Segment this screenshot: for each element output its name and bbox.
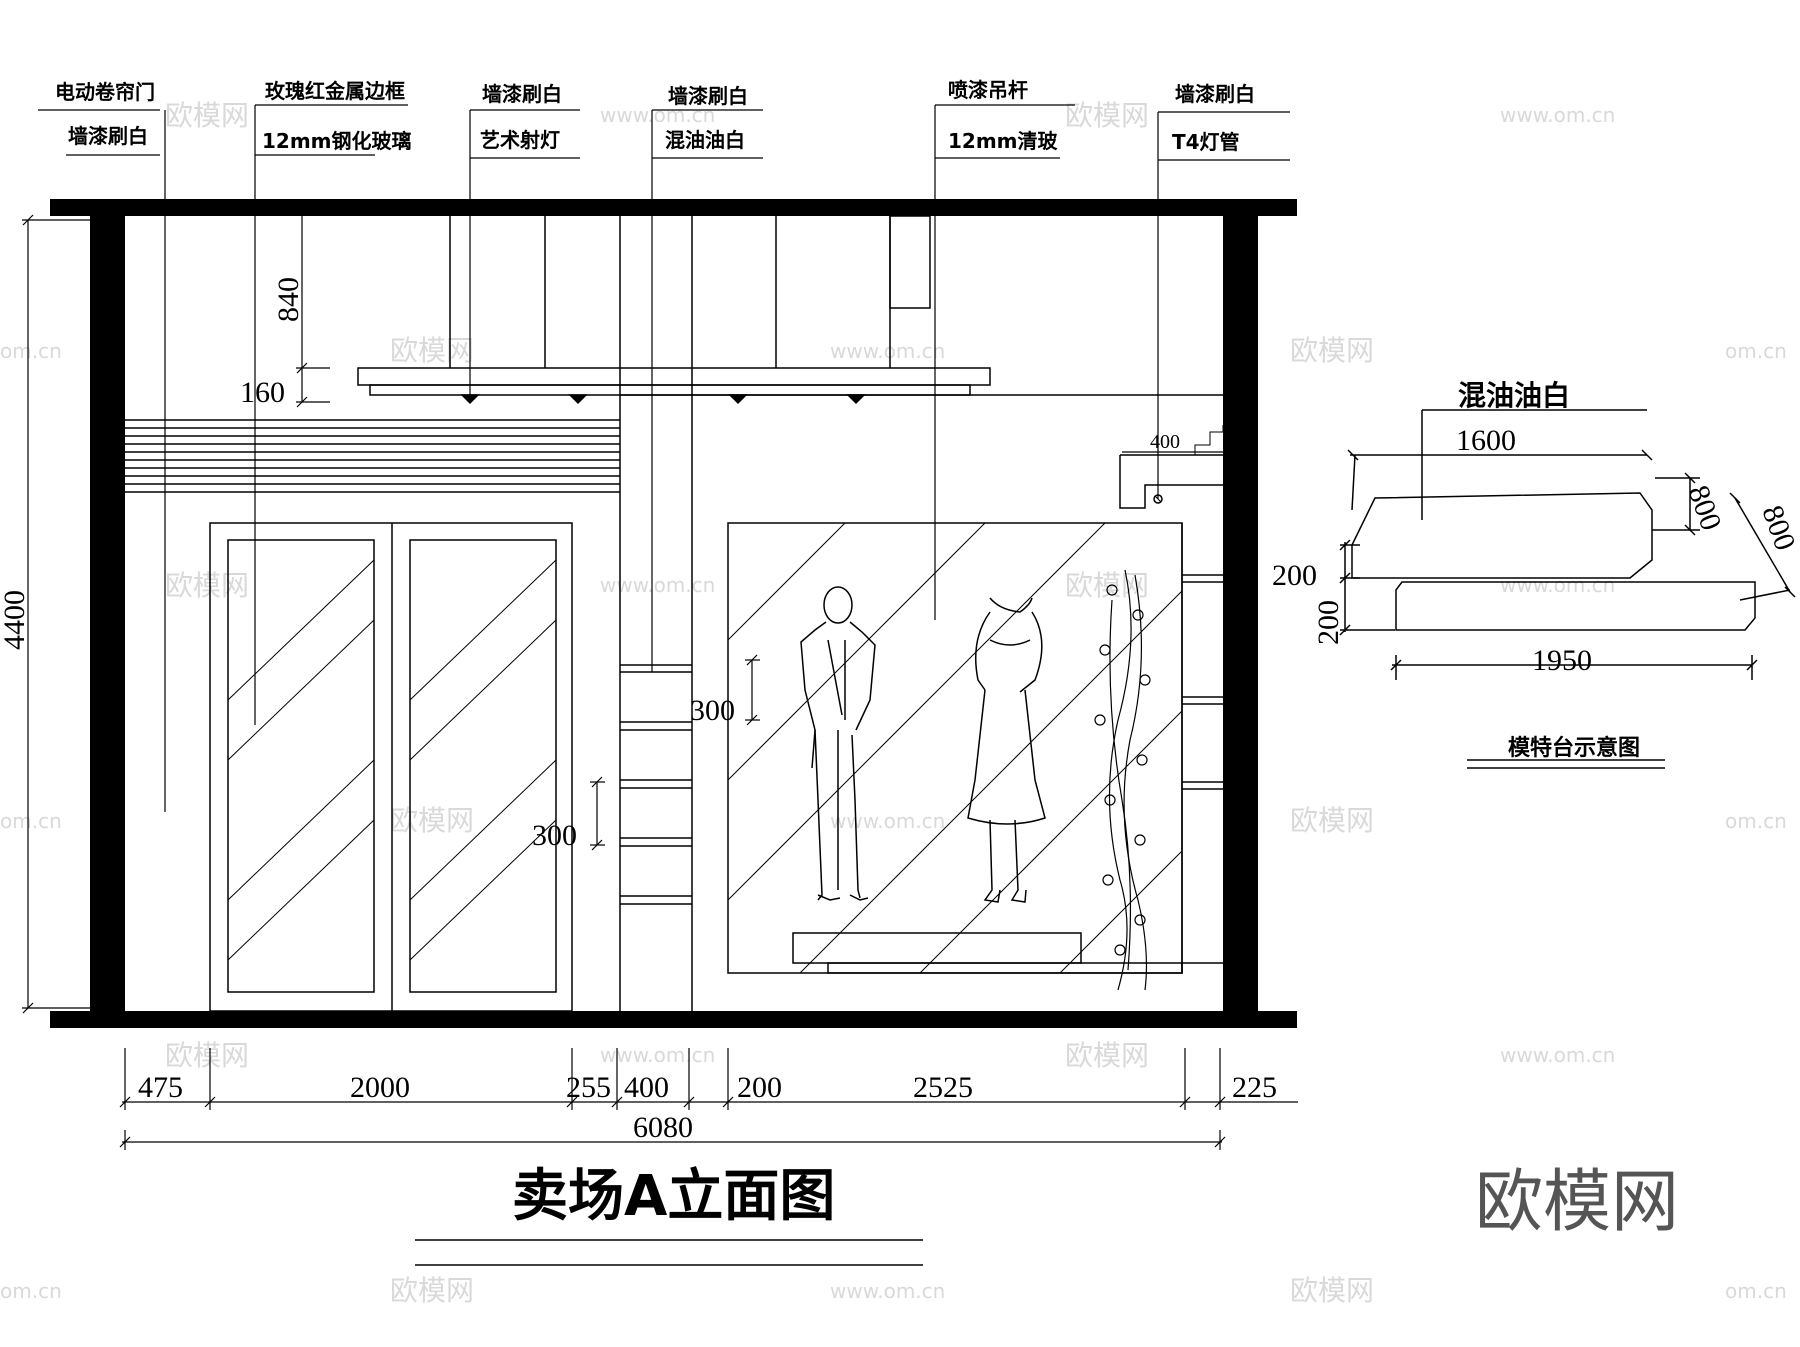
dim-bottom-225: 225	[1232, 1071, 1277, 1104]
label-wall-paint-4: 墙漆刷白	[1175, 82, 1255, 106]
dim-shelf-300-a: 300	[690, 694, 735, 727]
label-wall-paint-1: 墙漆刷白	[68, 124, 148, 148]
suspended-ceiling	[125, 215, 1223, 1011]
watermark-url: om.cn	[1725, 809, 1787, 833]
dim-bottom-400: 400	[624, 1071, 669, 1104]
drawing-title-block: 卖场A立面图	[415, 1164, 923, 1266]
label-tempered-glass: 12mm钢化玻璃	[262, 129, 412, 153]
dim-board-160: 160	[240, 376, 285, 409]
platform-material-label: 混油油白	[1458, 379, 1570, 412]
label-painted-rod: 喷漆吊杆	[948, 78, 1028, 102]
watermark-url: www.om.cn	[830, 809, 945, 833]
ceiling-slab	[50, 199, 1297, 216]
dim-bottom-2525: 2525	[913, 1071, 973, 1104]
label-rolling-door: 电动卷帘门	[55, 80, 155, 104]
watermark-layer: 欧模网 www.om.cn 欧模网 www.om.cn om.cn 欧模网 ww…	[0, 99, 1787, 1307]
watermark-cell: 欧模网	[390, 804, 474, 837]
label-clear-glass: 12mm清玻	[948, 129, 1059, 153]
platform-detail-text: 混油油白 1600 800 800 200 200 1950 模特台示意图	[1272, 379, 1800, 761]
watermark-cell: 欧模网	[1065, 1039, 1149, 1072]
platform-width-1600: 1600	[1456, 424, 1516, 457]
dimension-text: 4400 840 160 300 300 400 475 2000 255 40…	[0, 277, 1277, 1144]
watermark-cell: 欧模网	[390, 1274, 474, 1307]
platform-detail	[1339, 409, 1796, 769]
watermark-cell: 欧模网	[1290, 804, 1374, 837]
dim-bottom-475: 475	[138, 1071, 183, 1104]
rolling-shutter	[125, 419, 620, 493]
dim-total-6080: 6080	[633, 1111, 693, 1144]
platform-caption: 模特台示意图	[1508, 735, 1640, 761]
dim-bottom-200: 200	[737, 1071, 782, 1104]
watermark-url: om.cn	[0, 809, 62, 833]
label-wall-paint-3: 墙漆刷白	[668, 84, 748, 108]
watermark-cell: 欧模网	[165, 569, 249, 602]
watermark-url: om.cn	[1725, 1279, 1787, 1303]
watermark-url: www.om.cn	[830, 1279, 945, 1303]
ceiling-board-lower	[369, 384, 971, 396]
left-column	[90, 216, 125, 1011]
watermark-url: www.om.cn	[1500, 573, 1615, 597]
watermark-cell: 欧模网	[390, 334, 474, 367]
watermark-url: www.om.cn	[600, 103, 715, 127]
plant-icon	[1094, 569, 1151, 991]
spotlight-icon	[846, 394, 866, 405]
dim-ceiling-840: 840	[272, 277, 305, 322]
platform-depth-800-b: 800	[1755, 501, 1800, 555]
dim-shelf-300-b: 300	[532, 819, 577, 852]
spotlight-icon	[568, 394, 588, 405]
dim-bottom-255: 255	[566, 1071, 611, 1104]
watermark-url: om.cn	[1725, 339, 1787, 363]
platform-top-block	[1351, 492, 1653, 579]
watermark-url: www.om.cn	[1500, 1043, 1615, 1067]
dim-height-4400: 4400	[0, 590, 31, 650]
watermark-url: om.cn	[0, 339, 62, 363]
platform-depth-800-a: 800	[1681, 481, 1727, 535]
wall-shelves	[620, 664, 692, 905]
platform-bottom-block	[1395, 581, 1756, 631]
watermark-cell: 欧模网	[1290, 1274, 1374, 1307]
dim-bottom-2000: 2000	[350, 1071, 410, 1104]
material-labels: 电动卷帘门 墙漆刷白 玫瑰红金属边框 12mm钢化玻璃 墙漆刷白 艺术射灯 墙漆…	[55, 78, 1255, 154]
platform-height-200-a: 200	[1272, 559, 1317, 592]
spotlight-icon	[460, 394, 480, 405]
display-window	[727, 425, 1224, 974]
spotlight-icon	[728, 394, 748, 405]
label-wall-paint-2: 墙漆刷白	[482, 82, 562, 106]
glass-door	[209, 522, 573, 1012]
watermark-url: www.om.cn	[830, 339, 945, 363]
wall-frame	[50, 199, 1297, 1028]
female-mannequin-icon	[967, 597, 1046, 903]
dim-beam-400: 400	[1150, 431, 1180, 453]
right-column	[1223, 216, 1258, 1011]
drawing-title: 卖场A立面图	[512, 1164, 835, 1229]
watermark-url: www.om.cn	[600, 1043, 715, 1067]
dimension-lines	[22, 214, 1298, 1150]
floor-slab	[50, 1011, 1297, 1028]
male-mannequin-icon	[800, 586, 876, 901]
watermark-cell: 欧模网	[1290, 334, 1374, 367]
label-metal-frame: 玫瑰红金属边框	[265, 79, 405, 103]
brand-watermark: 欧模网	[1475, 1163, 1679, 1242]
watermark-cell: 欧模网	[1065, 99, 1149, 132]
model-platform-base	[827, 962, 1183, 974]
ceiling-board	[357, 367, 991, 386]
watermark-url: www.om.cn	[600, 573, 715, 597]
label-spotlight: 艺术射灯	[480, 128, 560, 152]
watermark-cell: 欧模网	[1065, 569, 1149, 602]
platform-width-1950: 1950	[1532, 644, 1592, 677]
label-t4-tube: T4灯管	[1172, 130, 1240, 154]
leader-lines	[38, 104, 1290, 812]
watermark-cell: 欧模网	[165, 1039, 249, 1072]
watermark-url: www.om.cn	[1500, 103, 1615, 127]
label-mixed-oil: 混油油白	[665, 128, 745, 152]
platform-height-200-b: 200	[1312, 600, 1345, 645]
watermark-cell: 欧模网	[165, 99, 249, 132]
watermark-url: om.cn	[0, 1279, 62, 1303]
